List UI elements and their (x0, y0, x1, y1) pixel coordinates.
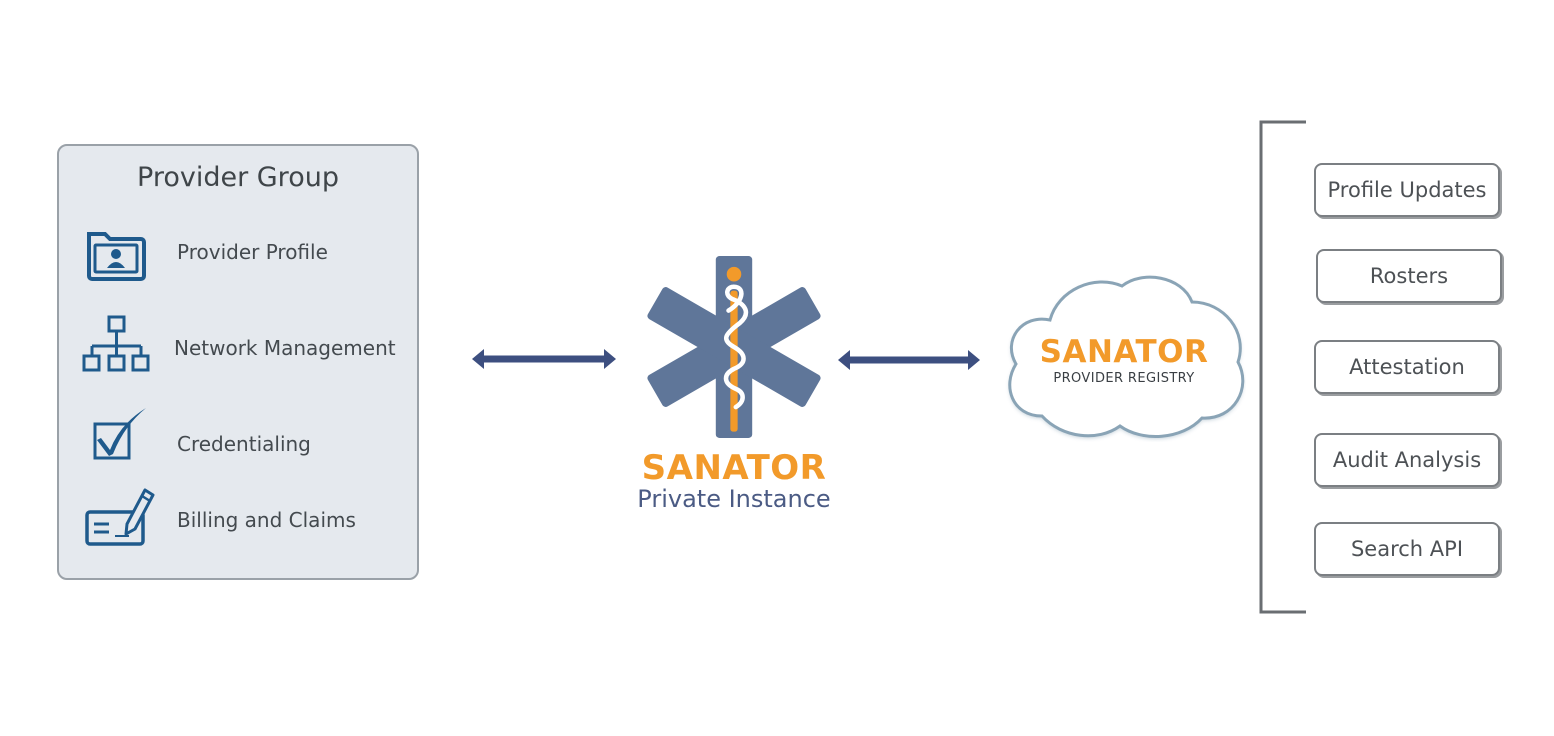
checkbox-icon (93, 408, 146, 460)
service-rosters: Rosters (1316, 249, 1502, 303)
provider-profile-item: Provider Profile (59, 224, 417, 288)
network-management-item: Network Management (59, 314, 417, 378)
check-pen-icon (85, 488, 155, 546)
double-arrow-right (838, 350, 980, 370)
provider-profile-label: Provider Profile (177, 240, 328, 264)
services-bracket (1259, 120, 1306, 614)
billing-and-claims-item: Billing and Claims (59, 486, 417, 550)
credentialing-label: Credentialing (177, 432, 311, 456)
service-attestation: Attestation (1314, 340, 1500, 394)
service-audit-analysis: Audit Analysis (1314, 433, 1500, 487)
star-of-life-icon (647, 256, 821, 438)
registry-subtitle: PROVIDER REGISTRY (1053, 371, 1195, 386)
service-profile-updates: Profile Updates (1314, 163, 1500, 217)
org-chart-icon (82, 315, 150, 372)
billing-and-claims-label: Billing and Claims (177, 508, 356, 532)
double-arrow-left (472, 349, 616, 369)
provider-group-title: Provider Group (137, 162, 339, 193)
profile-folder-icon (87, 232, 146, 281)
provider-group-panel: Provider Group Provider Profile (57, 144, 419, 580)
cloud-icon (1008, 275, 1245, 439)
network-management-label: Network Management (174, 336, 396, 360)
private-instance-brand: SANATOR (641, 448, 827, 488)
registry-brand: SANATOR (1039, 334, 1209, 370)
service-search-api: Search API (1314, 522, 1500, 576)
private-instance-subtitle: Private Instance (637, 485, 831, 513)
credentialing-item: Credentialing (59, 404, 417, 468)
